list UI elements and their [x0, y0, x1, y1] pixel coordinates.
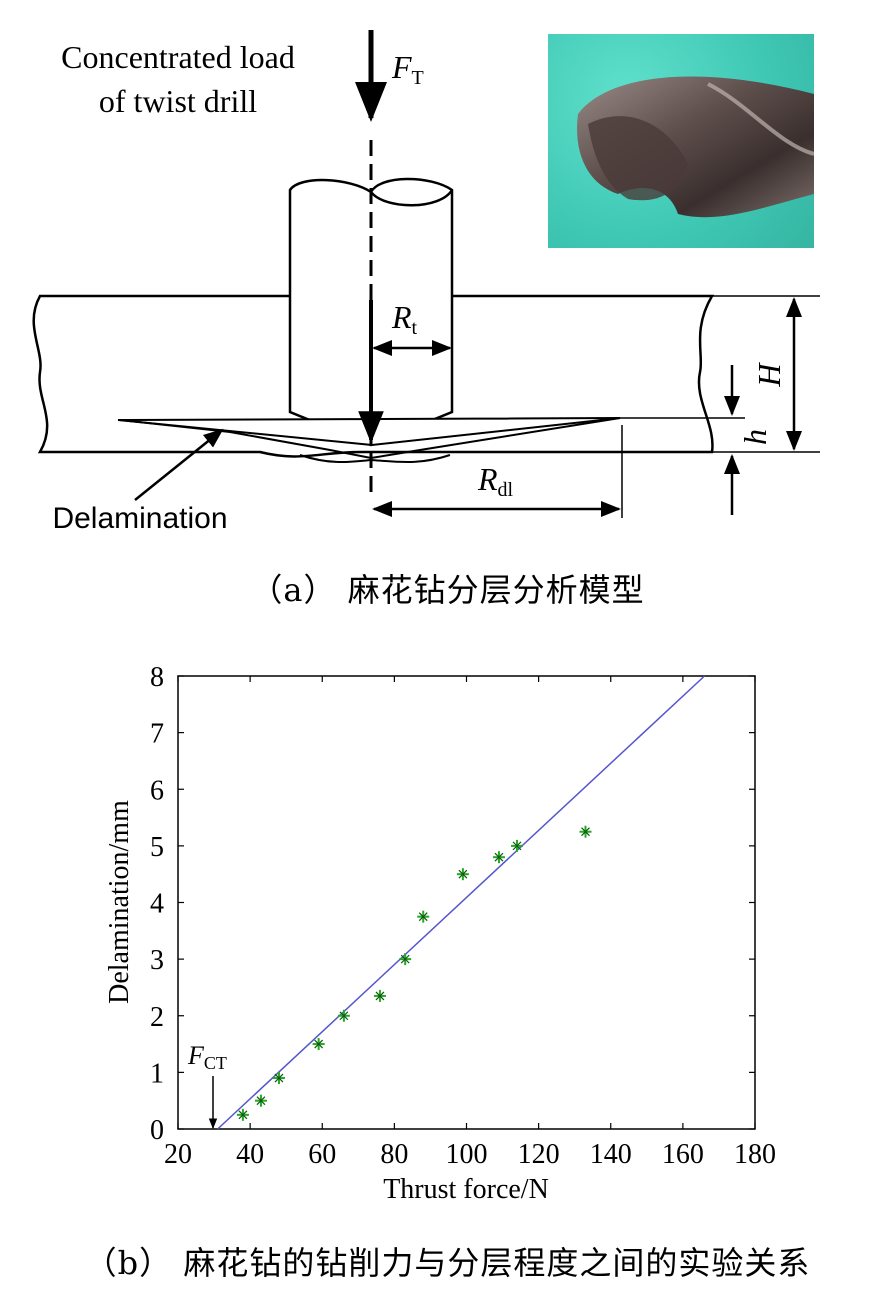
data-point [236, 1108, 249, 1121]
plot-frame [177, 675, 756, 1130]
data-point [312, 1038, 325, 1051]
caption-a: （a） 麻花钻分层分析模型 [250, 571, 645, 609]
data-point [417, 910, 430, 923]
y-tick-label: 6 [150, 775, 164, 806]
data-point [492, 851, 505, 864]
x-axis-label: Thrust force/N [383, 1174, 549, 1205]
y-tick-label: 2 [150, 1002, 164, 1033]
delamination-leader [134, 428, 224, 501]
data-point [373, 989, 386, 1002]
y-tick-label: 5 [150, 832, 164, 863]
thrust-delamination-chart: 20 40 60 80 100 120 140 160 180 0 1 2 3 4 5 6 7 8 Thrust … [104, 662, 776, 1205]
data-point [456, 868, 469, 881]
fit-line [217, 675, 706, 1130]
x-tick-label: 120 [518, 1139, 560, 1170]
x-tick-label: 180 [734, 1139, 776, 1170]
load-label-line2: of twist drill [99, 83, 257, 119]
h-total-label: H [751, 362, 787, 388]
ft-label: FT [391, 49, 424, 89]
load-label-line1: Concentrated load [61, 39, 295, 75]
x-tick-label: 20 [164, 1139, 192, 1170]
y-tick-label: 7 [150, 719, 164, 750]
y-tick-label: 8 [150, 662, 164, 693]
data-point [399, 953, 412, 966]
rdl-label: Rdl [477, 461, 514, 501]
data-point [579, 825, 592, 838]
data-point [254, 1094, 267, 1107]
h-thin-label: h [737, 429, 773, 445]
y-tick-label: 4 [150, 889, 164, 920]
x-tick-label: 160 [662, 1139, 704, 1170]
rt-label: Rt [391, 299, 418, 339]
y-tick-label: 3 [150, 945, 164, 976]
x-tick-label: 60 [308, 1139, 336, 1170]
delamination-label: Delamination [52, 502, 227, 535]
y-tick-label: 0 [150, 1115, 164, 1146]
y-tick-label: 1 [150, 1058, 164, 1089]
data-point [272, 1072, 285, 1085]
data-point [510, 839, 523, 852]
x-tick-label: 140 [590, 1139, 632, 1170]
caption-b: （b） 麻花钻的钻削力与分层程度之间的实验关系 [84, 1244, 811, 1282]
y-axis-label: Delamination/mm [104, 800, 135, 1004]
x-tick-label: 80 [380, 1139, 408, 1170]
data-point [337, 1009, 350, 1022]
fct-label: FCT [187, 1041, 227, 1073]
delamination-model-diagram: Concentrated load of twist drill FT Rt H… [32, 30, 820, 535]
drill-photo [548, 34, 814, 248]
x-tick-label: 100 [446, 1139, 488, 1170]
x-tick-label: 40 [236, 1139, 264, 1170]
